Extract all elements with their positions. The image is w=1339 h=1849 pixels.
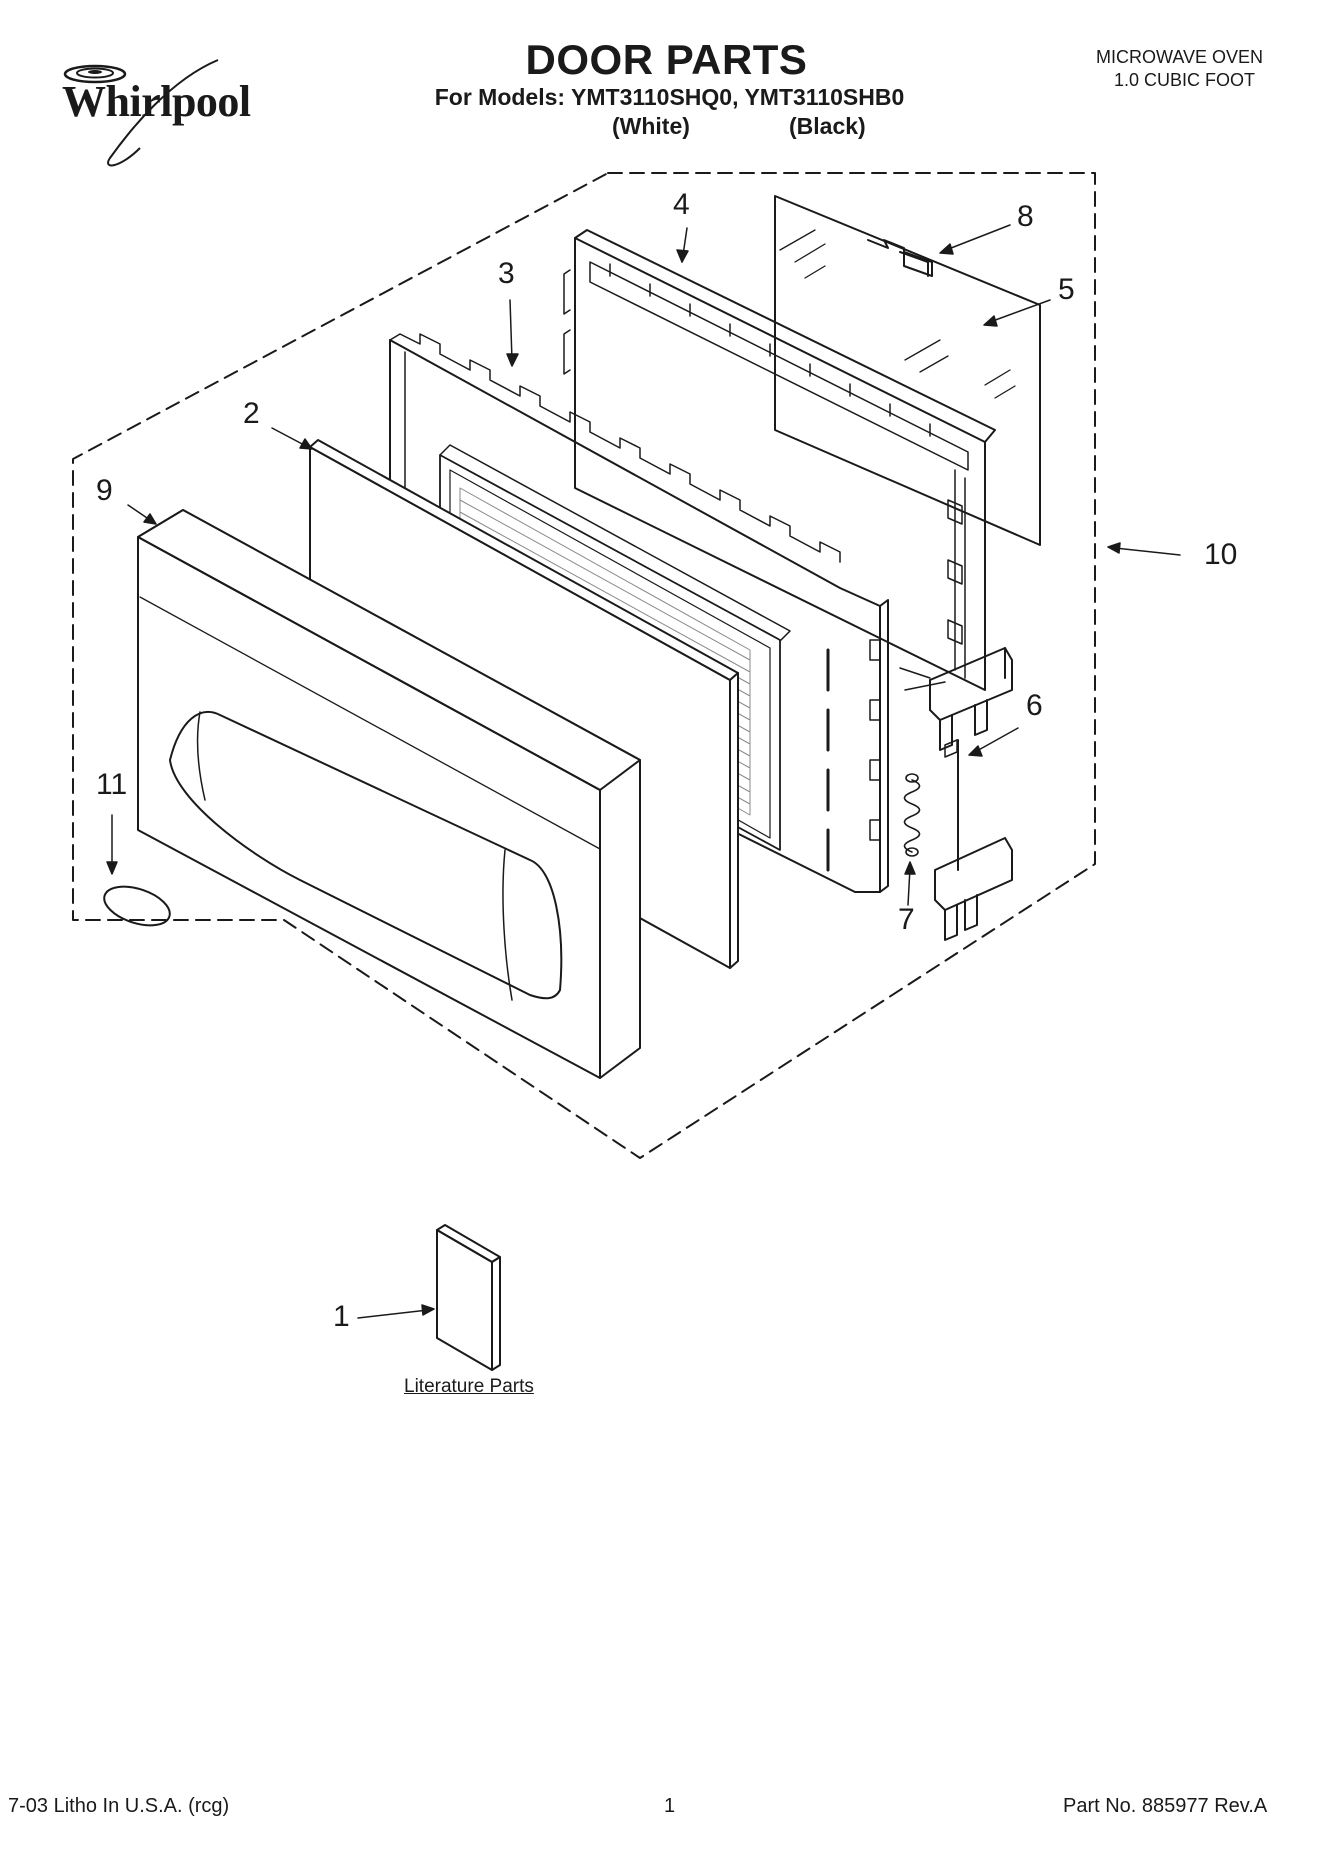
product-capacity-label: 1.0 CUBIC FOOT <box>1114 70 1256 90</box>
callout-11: 11 <box>96 768 128 801</box>
callout-5: 5 <box>1058 273 1075 306</box>
callout-1: 1 <box>333 1300 350 1333</box>
callout-2: 2 <box>243 397 260 430</box>
callout-7: 7 <box>898 903 915 936</box>
part-clip <box>867 239 933 277</box>
part-door-front <box>137 509 641 1079</box>
literature-parts-label: Literature Parts <box>404 1376 534 1397</box>
footer-part-number: Part No. 885977 Rev.A <box>1063 1795 1268 1817</box>
models-line: For Models: YMT3110SHQ0, YMT3110SHB0 <box>434 84 905 110</box>
part-badge <box>103 885 171 927</box>
part-latch <box>899 647 1013 941</box>
part-rear-frame <box>563 229 996 691</box>
assembly-boundary <box>72 172 1096 1159</box>
variant-black-label: (Black) <box>789 113 866 139</box>
callout-6: 6 <box>1026 689 1043 722</box>
part-literature <box>436 1224 501 1371</box>
part-spring <box>903 773 921 857</box>
callout-10: 10 <box>1204 538 1238 571</box>
part-glass-panel <box>774 195 1041 546</box>
footer-page-number: 1 <box>664 1795 676 1817</box>
callout-4: 4 <box>673 188 690 221</box>
page-title: DOOR PARTS <box>525 36 808 83</box>
variant-white-label: (White) <box>612 113 690 139</box>
leader-lines <box>106 224 1181 1319</box>
footer-print-info: 7-03 Litho In U.S.A. (rcg) <box>8 1795 230 1817</box>
callout-3: 3 <box>498 257 515 290</box>
logo-swirl-icon <box>63 59 219 167</box>
callout-9: 9 <box>96 474 113 507</box>
callout-8: 8 <box>1017 200 1034 233</box>
brand-wordmark: Whirlpool <box>62 77 251 126</box>
whirlpool-logo <box>40 40 290 170</box>
product-type-label: MICROWAVE OVEN <box>1096 47 1264 67</box>
